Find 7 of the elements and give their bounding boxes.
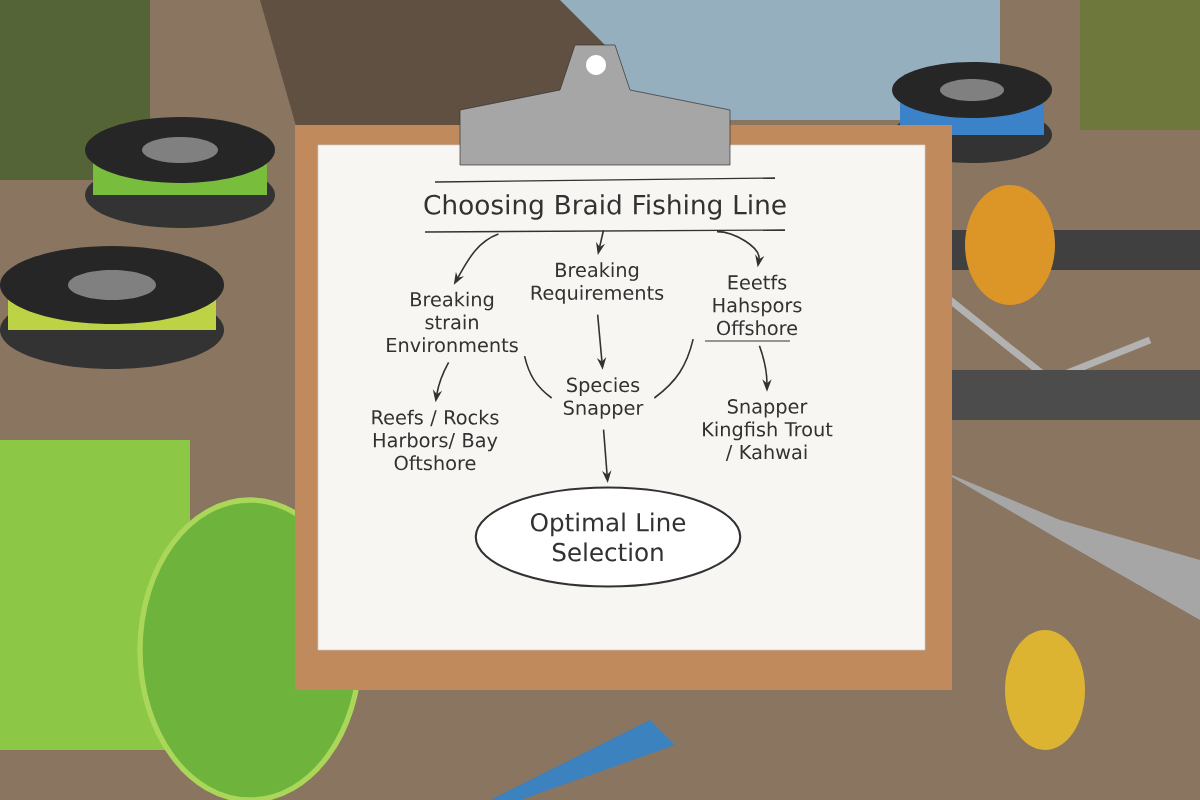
node-text: Snapper Kingfish Trout / Kahwai xyxy=(703,399,833,461)
node-text: Breaking Requirements xyxy=(531,262,664,304)
heading: Choosing Braid Fishing Line xyxy=(424,194,786,220)
node-text: Eeetfs Hahspors Offshore xyxy=(713,274,802,336)
node-text: Breaking strain Environments xyxy=(387,291,518,353)
node-text: Species Snapper xyxy=(563,377,644,419)
node-text: Reefs / Rocks Harbors/ Bay Oftshore xyxy=(372,409,499,471)
